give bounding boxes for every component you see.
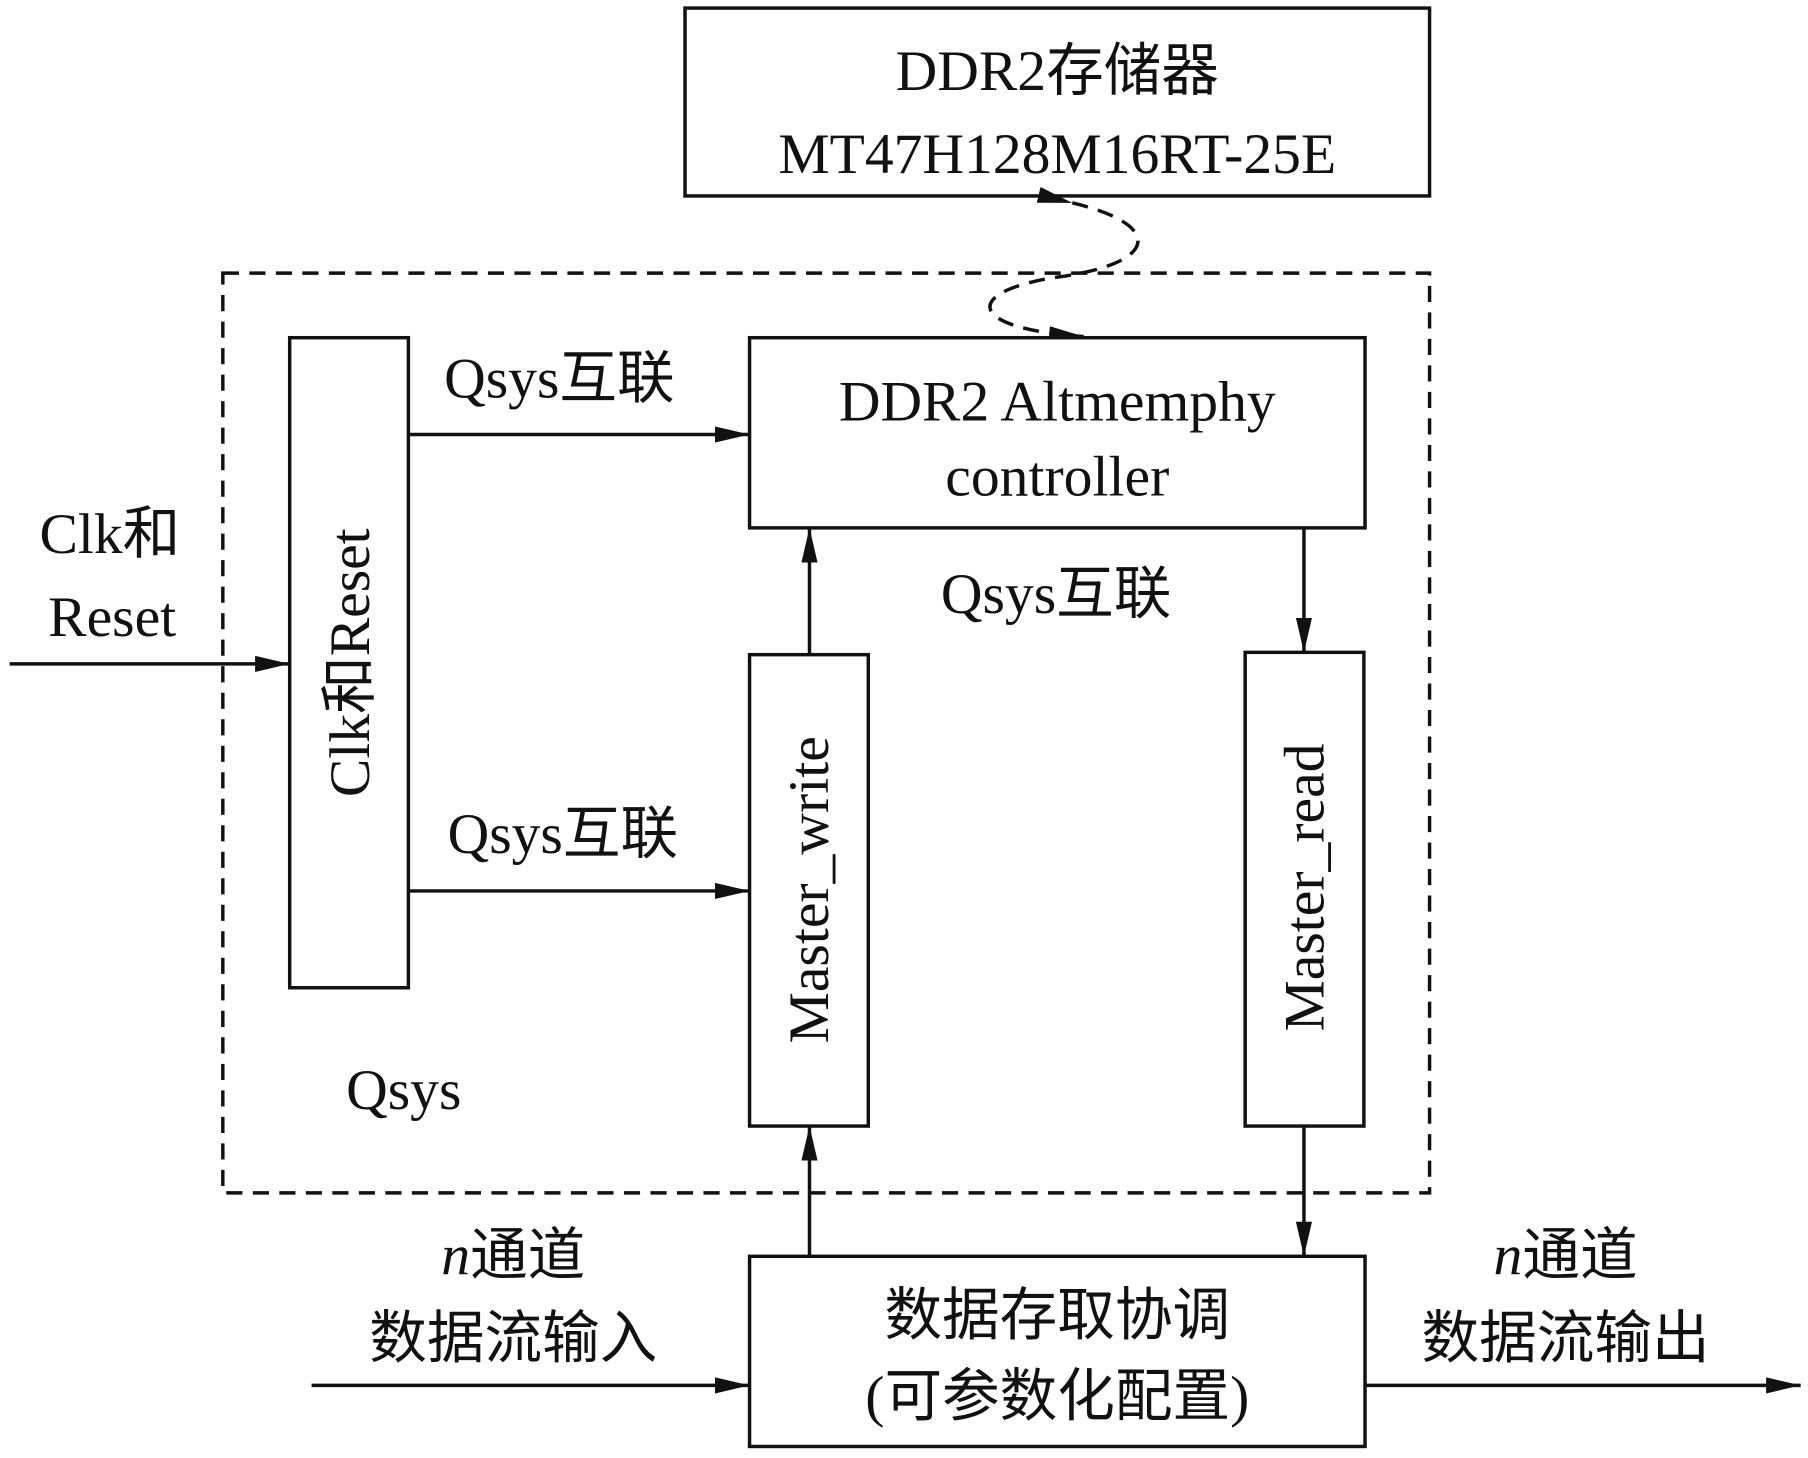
memory-link-arrow (988, 186, 1140, 343)
master-write-box: Master_write (747, 652, 870, 1128)
ddr2-controller-box: DDR2 Altmemphy controller (747, 335, 1367, 530)
data-input-channel: 通道 (470, 1225, 585, 1288)
controller-line2: controller (945, 446, 1169, 509)
data-input-line1: n通道 (441, 1225, 585, 1288)
qsys-boundary (221, 271, 1432, 1195)
data-output-channel: 通道 (1522, 1225, 1637, 1288)
memory-part-number: MT47H128M16RT-25E (778, 123, 1336, 186)
memory-title: DDR2存储器 (896, 40, 1219, 103)
data-output-line1: n通道 (1494, 1225, 1638, 1288)
data-access-coordinator-box: 数据存取协调 (可参数化配置) (747, 1254, 1367, 1449)
clk-reset-block: Clk和Reset (287, 335, 411, 990)
data-input-line2: 数据流输入 (369, 1308, 657, 1371)
controller-line1: DDR2 Altmemphy (839, 371, 1276, 434)
interconnect-label-bottom: Qsys互联 (448, 803, 678, 866)
qsys-label: Qsys (346, 1059, 461, 1122)
external-input-line2: Reset (48, 586, 176, 649)
coordinator-line1: 数据存取协调 (884, 1285, 1230, 1348)
external-input-line1: Clk和 (39, 503, 180, 566)
master-read-box: Master_read (1243, 650, 1366, 1128)
master-write-label: Master_write (778, 736, 841, 1043)
interconnect-label-top: Qsys互联 (444, 348, 674, 411)
interconnect-label-middle: Qsys互联 (941, 563, 1171, 626)
ddr2-memory-box: DDR2存储器 MT47H128M16RT-25E (683, 6, 1432, 198)
data-output-line2: 数据流输出 (1422, 1308, 1710, 1371)
clk-reset-block-label: Clk和Reset (319, 528, 382, 797)
master-read-label: Master_read (1274, 743, 1337, 1031)
coordinator-line2: (可参数化配置) (865, 1365, 1249, 1428)
data-output-n: n (1494, 1225, 1523, 1288)
data-input-n: n (441, 1225, 470, 1288)
